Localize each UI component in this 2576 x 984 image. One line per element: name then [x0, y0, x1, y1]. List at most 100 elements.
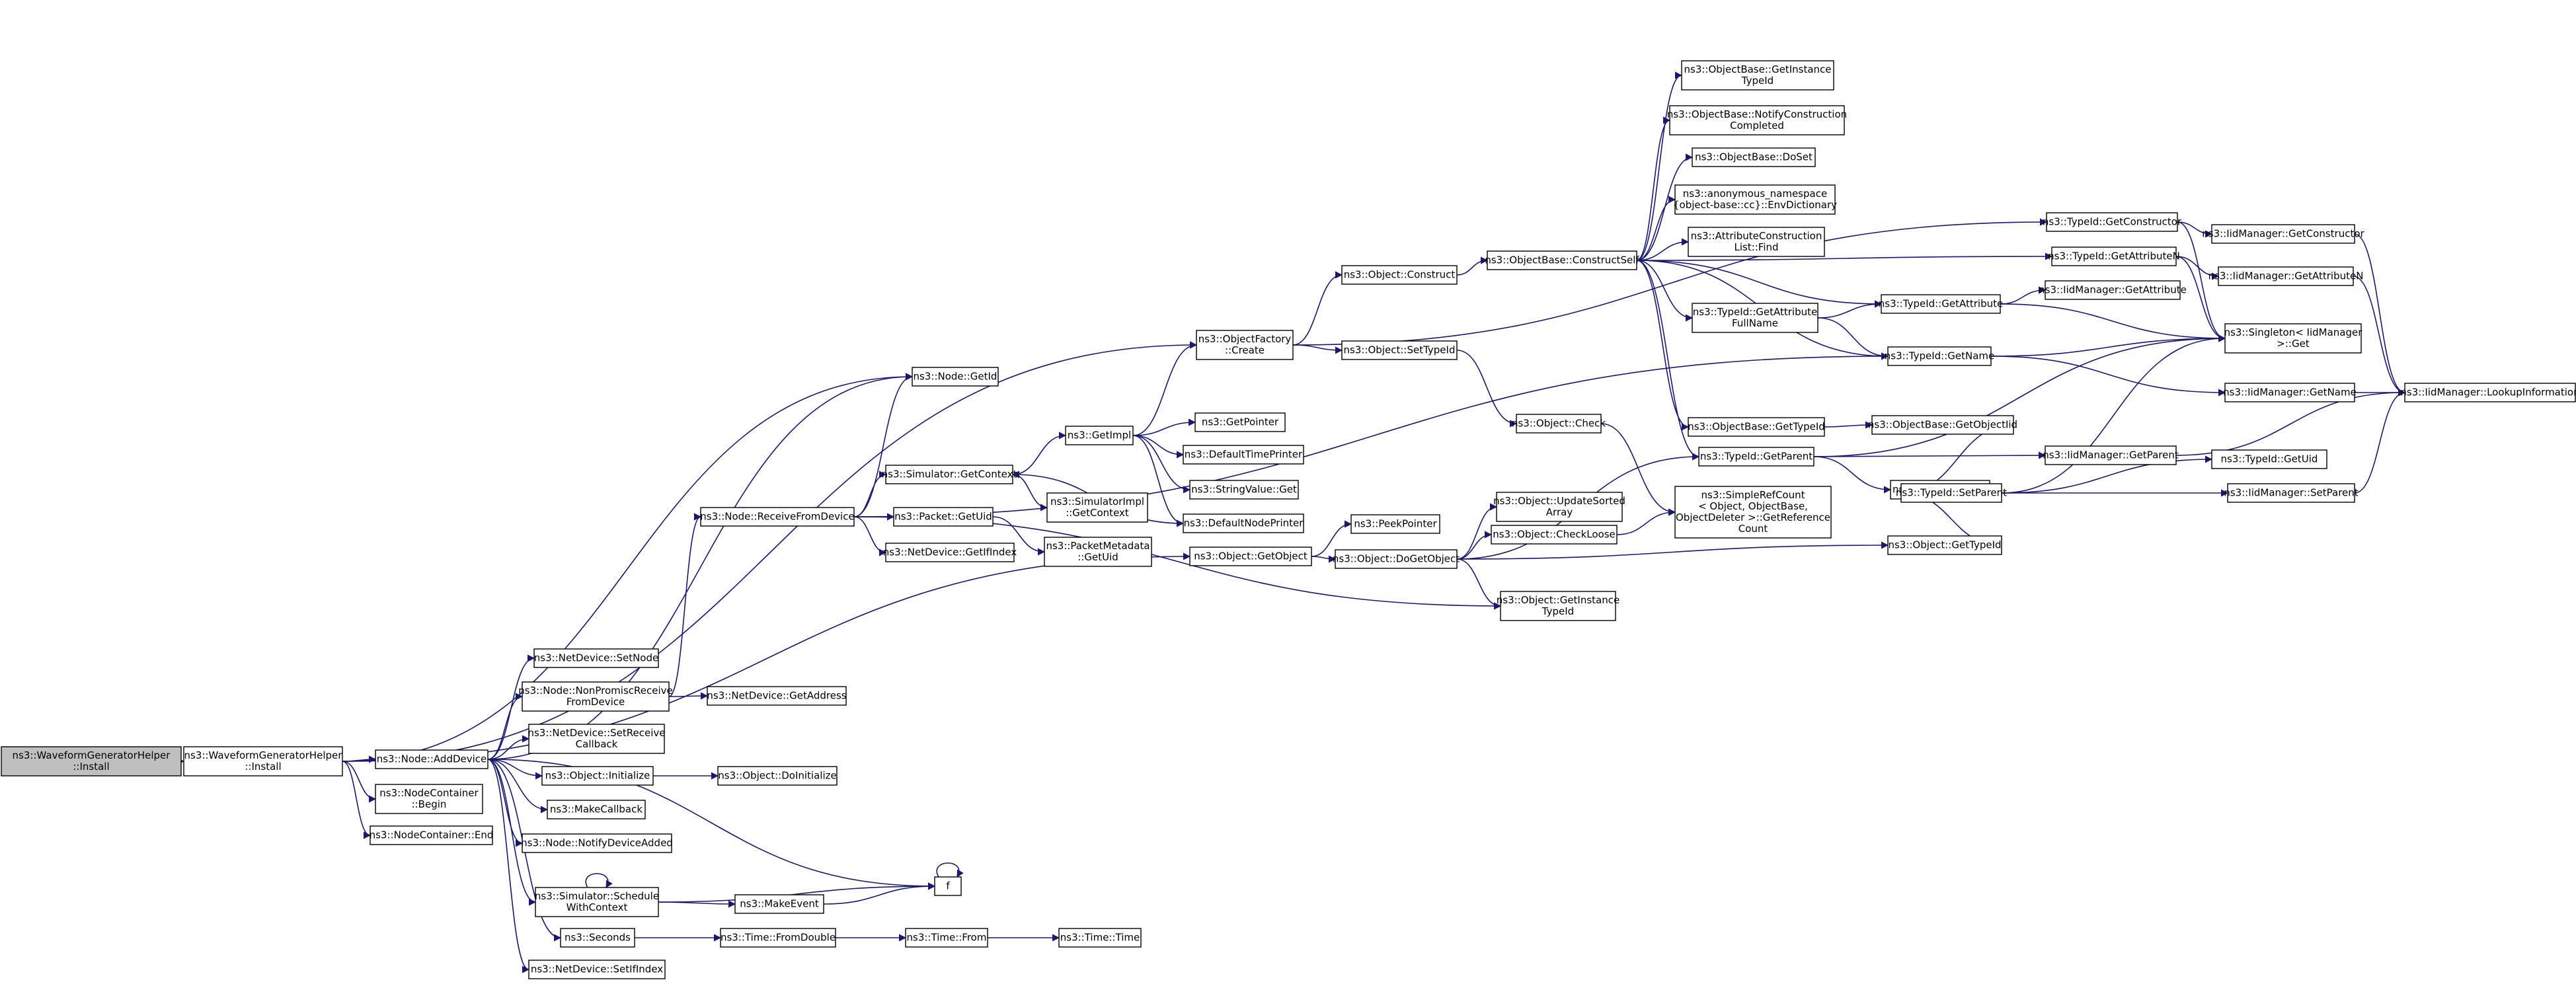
node-f[interactable]: f	[934, 876, 962, 896]
node-obase-getobjectiid[interactable]: ns3::ObjectBase::GetObjectIid	[1868, 415, 2017, 435]
node-obj-doinit[interactable]: ns3::Object::DoInitialize	[717, 766, 838, 786]
node-stringvalue-get[interactable]: ns3::StringValue::Get	[1189, 480, 1299, 500]
node-makecb[interactable]: ns3::MakeCallback	[547, 800, 646, 819]
node-iid-getconstructor[interactable]: ns3::IidManager::GetConstructor	[2202, 224, 2365, 244]
node-simimpl-getctx[interactable]: ns3::SimulatorImpl::GetContext	[1046, 492, 1148, 523]
node-simplerefcount[interactable]: ns3::SimpleRefCount< Object, ObjectBase,…	[1674, 486, 1832, 539]
edge-makeevent-to-f	[823, 882, 936, 905]
node-box	[1487, 250, 1637, 270]
edge-obase-constructself-to-obase-notify	[1636, 116, 1671, 261]
node-iid-setparent[interactable]: ns3::IidManager::SetParent	[2224, 483, 2359, 503]
node-label: ns3::IidManager::GetAttributeN	[2208, 270, 2364, 282]
node-obj-checkloose[interactable]: ns3::Object::CheckLoose	[1491, 525, 1618, 545]
node-pm-getuid[interactable]: ns3::PacketMetadata::GetUid	[1044, 537, 1152, 567]
edge-getimpl-to-defaulttimeprinter	[1132, 435, 1185, 459]
node-layer: ns3::WaveformGeneratorHelper::Installns3…	[1, 60, 2576, 979]
node-typeid-getparent[interactable]: ns3::TypeId::GetParent	[1698, 447, 1815, 467]
node-nd-setifindex[interactable]: ns3::NetDevice::SetIfIndex	[528, 960, 666, 979]
node-obase-gettypeid[interactable]: ns3::ObjectBase::GetTypeId	[1688, 417, 1825, 437]
edge-getimpl-to-getpointer	[1132, 418, 1196, 436]
edge-layer	[176, 71, 2406, 973]
node-peekpointer[interactable]: ns3::PeekPointer	[1350, 514, 1440, 534]
node-nd-setnode[interactable]: ns3::NetDevice::SetNode	[533, 648, 659, 668]
node-singleton-get[interactable]: ns3::Singleton< IidManager>::Get	[2224, 323, 2363, 354]
node-pkt-getuid[interactable]: ns3::Packet::GetUid	[893, 507, 994, 527]
node-label: ns3::NetDevice::SetNode	[534, 652, 659, 664]
edge-node-npr-to-nd-getaddr	[668, 692, 709, 700]
node-box	[1516, 414, 1602, 434]
node-label: ns3::ObjectBase::ConstructSelf	[1485, 254, 1639, 266]
edge-obj-checkloose-to-simplerefcount	[1616, 508, 1676, 535]
node-obj-settypeid[interactable]: ns3::Object::SetTypeId	[1341, 340, 1458, 360]
node-nc-end[interactable]: ns3::NodeContainer::End	[370, 825, 494, 845]
node-obase-doset[interactable]: ns3::ObjectBase::DoSet	[1692, 147, 1816, 167]
edge-typeid-getattributen-to-singleton-get	[2175, 256, 2226, 342]
node-typeid-getattribute[interactable]: ns3::TypeId::GetAttribute	[1879, 294, 2003, 314]
node-seconds[interactable]: ns3::Seconds	[560, 928, 635, 948]
node-typeid-getuid[interactable]: ns3::TypeId::GetUid	[2211, 449, 2327, 469]
node-sim-getctx[interactable]: ns3::Simulator::GetContext	[882, 465, 1017, 484]
node-node-adddevice[interactable]: ns3::Node::AddDevice	[375, 749, 488, 769]
node-typeid-getattributen[interactable]: ns3::TypeId::GetAttributeN	[2048, 246, 2180, 266]
node-box	[1674, 184, 1836, 215]
node-getpointer[interactable]: ns3::GetPointer	[1194, 412, 1286, 432]
node-label: ns3::anonymous_namespace	[1683, 188, 1827, 200]
node-defaulttimeprinter[interactable]: ns3::DefaultTimePrinter	[1183, 445, 1304, 465]
node-iid-getattribute[interactable]: ns3::IidManager::GetAttribute	[2039, 280, 2187, 300]
node-nd-getaddr[interactable]: ns3::NetDevice::GetAddress	[707, 686, 847, 706]
node-obase-constructself[interactable]: ns3::ObjectBase::ConstructSelf	[1485, 250, 1639, 270]
node-typeid-setparent[interactable]: ns3::TypeId::SetParent	[1896, 483, 2007, 503]
node-typeid-getconstructor[interactable]: ns3::TypeId::GetConstructor	[2043, 212, 2182, 232]
node-box	[1674, 486, 1832, 539]
node-getimpl[interactable]: ns3::GetImpl	[1065, 426, 1134, 445]
node-label: ::Begin	[412, 798, 447, 810]
edge-pkt-getuid-to-pm-getuid	[992, 516, 1046, 556]
node-label: ::Install	[73, 761, 109, 773]
node-label: ns3::Time::FromDouble	[721, 932, 836, 944]
node-obj-construct[interactable]: ns3::Object::Construct	[1341, 265, 1458, 285]
node-box	[560, 928, 635, 948]
node-of-create[interactable]: ns3::ObjectFactory::Create	[1196, 330, 1294, 360]
node-obj-getobject[interactable]: ns3::Object::GetObject	[1189, 547, 1312, 566]
node-box	[1669, 105, 1845, 135]
node-box	[522, 833, 672, 853]
node-label: ns3::ObjectBase::DoSet	[1695, 151, 1813, 163]
node-obj-init[interactable]: ns3::Object::Initialize	[541, 766, 654, 786]
node-obj-check[interactable]: ns3::Object::Check	[1512, 414, 1606, 434]
node-iid-getname[interactable]: ns3::IidManager::GetName	[2223, 383, 2357, 402]
node-obj-gettypeid[interactable]: ns3::Object::GetTypeId	[1887, 535, 2002, 555]
node-obase-notify[interactable]: ns3::ObjectBase::NotifyConstructionCompl…	[1667, 105, 1847, 135]
node-node-rfd[interactable]: ns3::Node::ReceiveFromDevice	[700, 507, 855, 527]
node-label: ::Install	[245, 761, 281, 773]
node-notify-added[interactable]: ns3::Node::NotifyDeviceAdded	[521, 833, 673, 853]
edge-wgh-install-to-nc-begin	[342, 761, 377, 803]
node-nc-begin[interactable]: ns3::NodeContainer::Begin	[375, 784, 483, 814]
node-obj-dogetobject[interactable]: ns3::Object::DoGetObject	[1333, 549, 1460, 569]
node-label: ns3::Packet::GetUid	[894, 511, 992, 523]
node-node-getid[interactable]: ns3::Node::GetId	[912, 367, 999, 387]
node-box	[547, 800, 646, 819]
node-box	[1692, 147, 1816, 167]
node-iid-getparent[interactable]: ns3::IidManager::GetParent	[2043, 445, 2179, 465]
node-label: ns3::StringValue::Get	[1191, 484, 1297, 496]
edge-of-create-to-obj-construct	[1292, 271, 1343, 346]
node-iid-lookup[interactable]: ns3::IidManager::LookupInformation	[2400, 383, 2576, 402]
node-anon-envdict[interactable]: ns3::anonymous_namespace{object-base::cc…	[1673, 184, 1837, 215]
node-makeevent[interactable]: ns3::MakeEvent	[734, 894, 824, 914]
node-nd-getifindex[interactable]: ns3::NetDevice::GetIfIndex	[883, 543, 1017, 562]
node-defaultnodeprinter[interactable]: ns3::DefaultNodePrinter	[1183, 513, 1304, 533]
node-time-from[interactable]: ns3::Time::From	[905, 928, 988, 948]
node-wgh-install[interactable]: ns3::WaveformGeneratorHelper::Install	[183, 746, 343, 776]
node-typeid-getname[interactable]: ns3::TypeId::GetName	[1885, 346, 1994, 366]
node-time-fromdouble[interactable]: ns3::Time::FromDouble	[720, 928, 836, 948]
node-iid-getattributen[interactable]: ns3::IidManager::GetAttributeN	[2208, 266, 2364, 286]
node-time-time[interactable]: ns3::Time::Time	[1058, 928, 1142, 948]
